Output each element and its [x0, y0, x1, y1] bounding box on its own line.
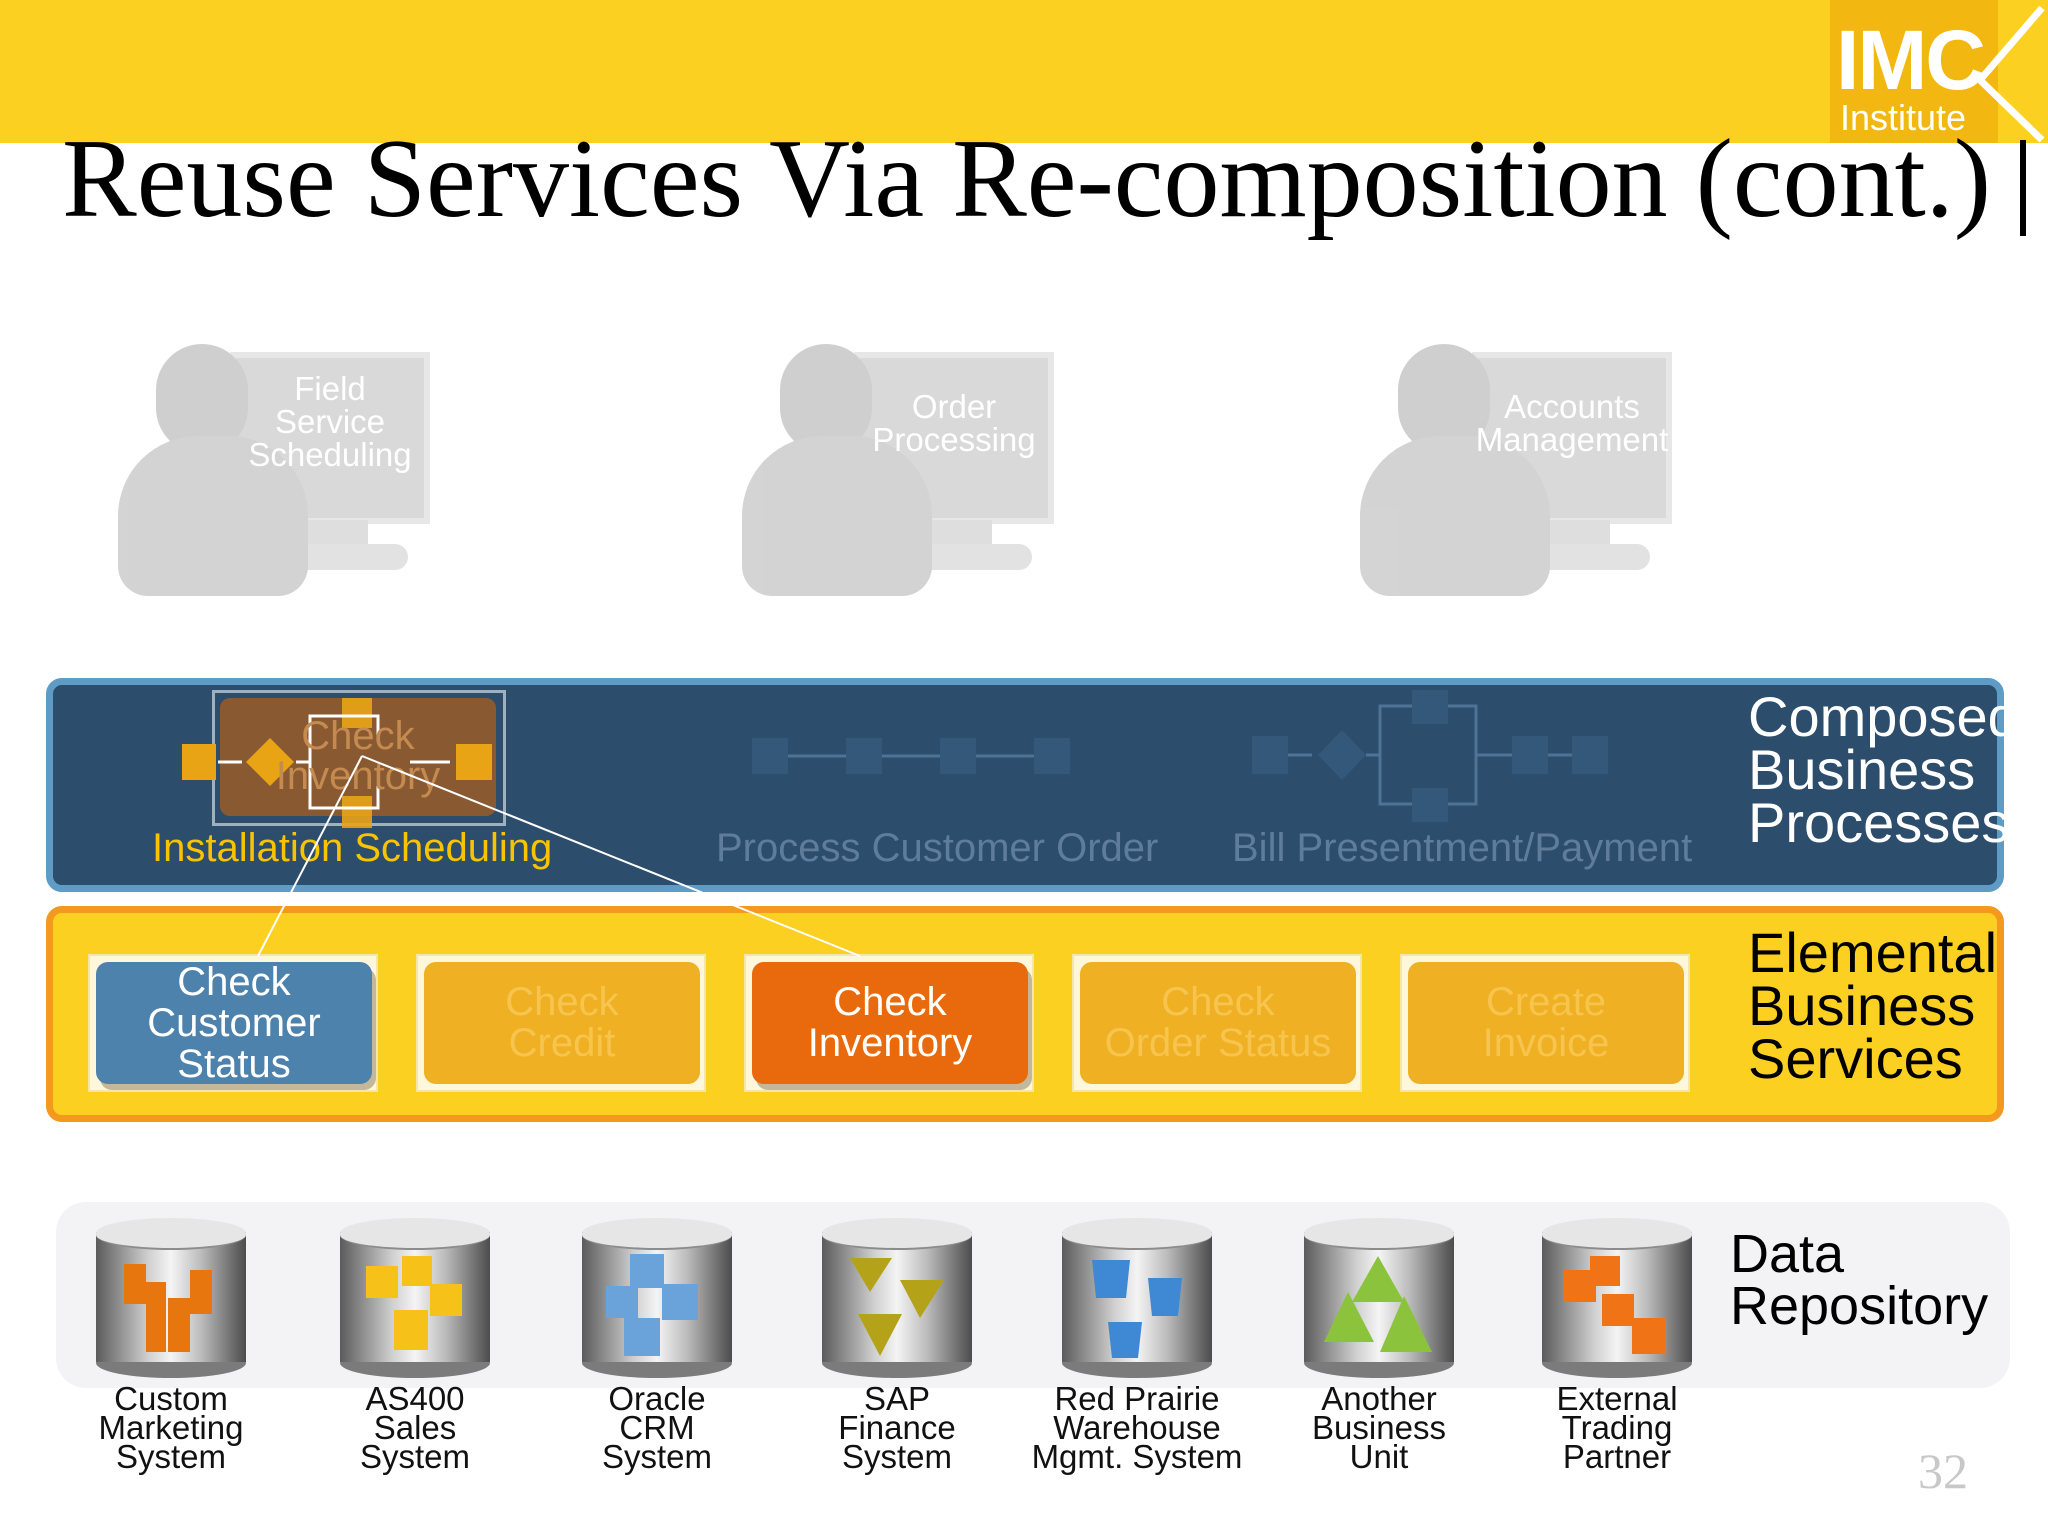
olive-pyramids-icon [850, 1258, 944, 1356]
repo-sap-finance [822, 1218, 972, 1378]
repo-label-custom-marketing: Custom Marketing System [98, 1380, 244, 1475]
repo-label-sap-finance: SAP Finance System [838, 1380, 956, 1475]
layer-label-elemental: Elemental Business Services [1748, 921, 1998, 1090]
orange-cubes-icon [1564, 1256, 1666, 1354]
yellow-cubes-icon [366, 1256, 462, 1350]
page-number: 32 [1918, 1443, 1968, 1499]
green-pyramids-icon [1324, 1256, 1432, 1352]
orange-blocks-icon [124, 1264, 212, 1352]
process-customer-order: Process Customer Order [716, 826, 1159, 870]
person-icon [156, 344, 248, 454]
monitor-icon [230, 352, 430, 524]
person-icon [1398, 344, 1490, 454]
process-bill-presentment: Bill Presentment/Payment [1232, 826, 1693, 870]
page-title: Reuse Services Via Re-composition (cont.… [62, 117, 1991, 241]
person-icon [780, 344, 872, 454]
user-label-order-processing: Order Processing [872, 388, 1036, 458]
repo-as400-sales [340, 1218, 490, 1378]
repo-label-another-business-unit: Another Business Unit [1312, 1380, 1446, 1475]
text-cursor [2020, 140, 2026, 236]
blue-prisms-icon [1092, 1260, 1182, 1358]
imc-institute-logo: IMC Institute [1822, 0, 2048, 143]
layer-label-data-repository: Data Repository [1730, 1224, 1989, 1336]
user-accounts-management [1360, 344, 1672, 604]
logo-box [1830, 0, 1998, 143]
check-inventory-subprocess-label: Check Inventory [275, 714, 441, 798]
repo-label-oracle-crm: Oracle CRM System [601, 1380, 713, 1475]
repo-label-as400-sales: AS400 Sales System [359, 1380, 471, 1475]
logo-text-sub: Institute [1840, 97, 1967, 138]
process-installation-scheduling: Installation Scheduling [152, 826, 553, 870]
repo-label-external-trading-partner: External Trading Partner [1556, 1380, 1678, 1475]
repo-label-red-prairie: Red Prairie Warehouse Mgmt. System [1031, 1380, 1243, 1475]
repo-external-trading-partner [1542, 1218, 1692, 1378]
bill-flow-diagram [1252, 690, 1608, 822]
chevron-logo-icon [1975, 5, 2045, 143]
monitor-icon [854, 352, 1054, 524]
user-label-accounts-management: Accounts Management [1475, 388, 1669, 458]
monitor-icon [1472, 352, 1672, 524]
user-label-field-service: Field Service Scheduling [248, 370, 412, 473]
repo-another-business-unit [1304, 1218, 1454, 1378]
repo-red-prairie [1062, 1218, 1212, 1378]
repo-oracle-crm [582, 1218, 732, 1378]
repo-custom-marketing [96, 1218, 246, 1378]
user-order-processing [742, 344, 1054, 604]
layer-label-composed: Composed Business Processes [1748, 685, 2019, 854]
order-flow-diagram [752, 738, 1070, 774]
user-field-service [118, 344, 430, 604]
blue-cubes-icon [606, 1254, 698, 1356]
logo-text-main: IMC [1836, 13, 1986, 107]
header-band [0, 0, 1822, 143]
